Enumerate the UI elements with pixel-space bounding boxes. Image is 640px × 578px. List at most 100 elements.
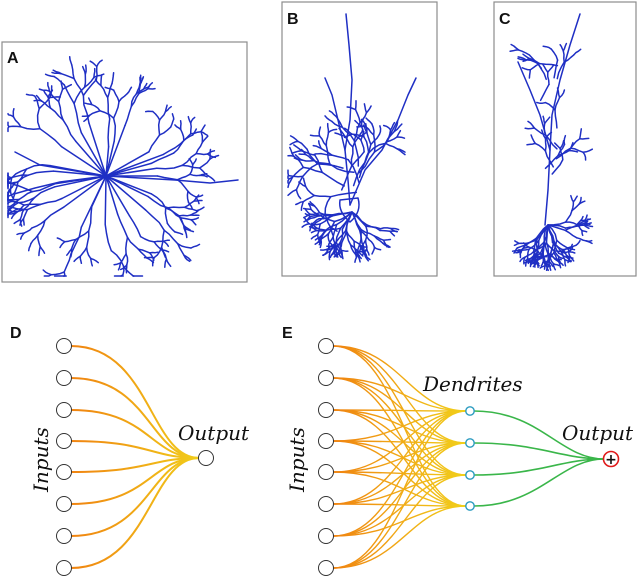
neuron-a-branch	[87, 97, 93, 106]
neuron-b-branch	[302, 163, 319, 178]
neuron-c-branch	[578, 128, 583, 140]
neuron-b-branch	[321, 171, 346, 187]
neuron-b-branch	[309, 223, 313, 232]
neuron-b-branch	[367, 142, 387, 154]
neuron-b-branch	[354, 99, 357, 111]
neuron-b-branch	[295, 200, 304, 206]
neuron-b-branch	[371, 122, 375, 136]
neuron-a-branch	[13, 181, 19, 194]
neuron-a-branch	[176, 173, 191, 181]
neuron-a-branch	[152, 110, 161, 121]
neuron-a-branch	[117, 262, 122, 271]
neuron-a-branch	[88, 110, 101, 117]
neuron-a-branch	[183, 254, 191, 263]
neuron-a-branch	[190, 210, 199, 216]
neuron-a-branch	[153, 241, 163, 251]
neuron-a-branch	[180, 217, 192, 221]
neuron-b-branch	[327, 220, 336, 235]
neuron-c-branch	[553, 252, 560, 263]
panel-e-output-node	[602, 450, 620, 468]
neuron-b-branch	[360, 228, 376, 237]
neuron-a-branch	[7, 112, 15, 118]
neuron-a-branch	[27, 170, 55, 176]
neuron-b-branch	[363, 253, 370, 262]
neuron-c-branch	[553, 250, 560, 258]
neuron-c-branch	[571, 203, 580, 212]
panel-d-edge	[70, 345, 200, 459]
neuron-c-branch	[514, 240, 520, 245]
panel-d-edge	[70, 440, 200, 459]
neuron-b-branch	[327, 243, 330, 251]
neuron-b-branch	[350, 146, 354, 167]
neuron-c-branch	[535, 256, 544, 259]
neuron-c-branch	[564, 225, 578, 229]
neuron-a-branch	[12, 115, 22, 128]
neuron-c-branch	[560, 250, 567, 255]
panel-d-label: D	[10, 325, 22, 342]
neuron-c-branch	[540, 129, 547, 140]
neuron-c-branch	[553, 250, 563, 253]
neuron-b-branch	[302, 194, 315, 203]
neuron-c-branch	[578, 137, 590, 140]
neuron-b-branch	[309, 134, 321, 137]
neuron-a-branch	[52, 69, 63, 75]
neuron-a-branch	[126, 86, 133, 95]
neuron-a-branch	[87, 206, 93, 232]
neuron-b-branch	[335, 230, 347, 243]
neuron-b-branch	[358, 244, 366, 256]
neuron-a-branch	[164, 258, 168, 268]
panel-e-input-node	[318, 402, 334, 418]
neuron-c-branch	[543, 122, 547, 136]
neuron-c-branch	[524, 250, 535, 258]
neuron-c-branch	[559, 147, 564, 161]
neuron-a-branch	[146, 257, 155, 264]
neuron-c-branch	[526, 248, 530, 260]
neuron-b-branch	[328, 241, 335, 249]
panel-e-input-node	[318, 338, 334, 354]
neuron-b-branch	[363, 250, 368, 257]
neuron-c-morphology	[509, 13, 594, 272]
neuron-c-branch	[525, 238, 538, 245]
neuron-a-branch	[82, 79, 98, 97]
neuron-a-branch	[138, 88, 149, 95]
neuron-a-branch	[167, 206, 186, 209]
neuron-b-branch	[393, 123, 403, 133]
panel-e-input-node	[318, 496, 334, 512]
neuron-c-branch	[521, 67, 532, 71]
neuron-a-branch	[83, 76, 95, 88]
neuron-a-branch	[116, 213, 129, 239]
neuron-a-branch	[122, 265, 134, 277]
panel-e-inputs-label: Inputs	[285, 427, 309, 493]
neuron-a-branch	[113, 262, 122, 266]
neuron-c-branch	[552, 262, 560, 267]
neuron-c-branch	[573, 48, 582, 56]
neuron-b-branch	[386, 136, 398, 143]
neuron-a-branch	[49, 107, 64, 121]
neuron-c-branch	[581, 229, 584, 237]
neuron-a-branch	[105, 140, 115, 177]
panel-e-input-node	[318, 433, 334, 449]
neuron-b-branch	[310, 208, 320, 216]
neuron-a-branch	[177, 243, 192, 249]
neuron-a-branch	[16, 232, 25, 236]
neuron-c-branch	[542, 115, 546, 125]
neuron-a-branch	[183, 200, 195, 209]
neuron-a-branch	[18, 190, 34, 201]
neuron-c-branch	[530, 257, 535, 266]
neuron-a-branch	[183, 254, 192, 262]
neuron-a-branch	[200, 124, 206, 133]
neuron-c-branch	[568, 141, 574, 152]
neuron-a-branch	[17, 196, 36, 204]
neuron-c-branch	[542, 241, 545, 255]
neuron-b-branch	[354, 254, 359, 263]
neuron-c-branch	[583, 218, 589, 224]
neuron-b-branch	[309, 200, 316, 207]
neuron-b-branch	[366, 248, 370, 256]
neuron-b-branch	[396, 136, 406, 139]
neuron-b-branch	[354, 108, 361, 124]
panel-d-input-nodes	[56, 338, 72, 576]
neuron-a-branch	[164, 105, 172, 113]
neuron-b-branch	[320, 232, 330, 240]
neuron-a-morphology	[7, 55, 239, 277]
